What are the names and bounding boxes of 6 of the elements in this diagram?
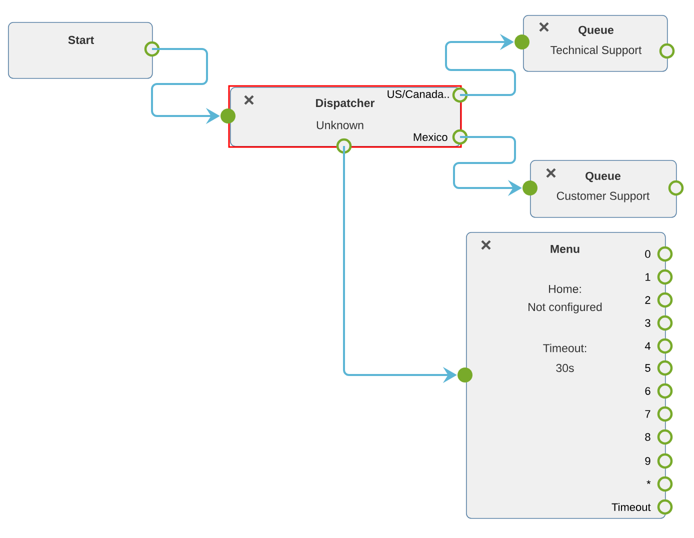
dispatcher-box: Dispatcher Unknown US/Canada.. Mexico [228, 85, 462, 148]
menu-box: Menu Home: Not configured Timeout: 30s 0 1 2 3 4 5 6 7 8 9 * Timeout [466, 232, 666, 519]
connector-arrow [445, 34, 516, 96]
start-box: Start [8, 22, 153, 79]
queue-box: Queue Technical Support [523, 15, 668, 72]
queue-box: Queue Customer Support [530, 160, 677, 218]
